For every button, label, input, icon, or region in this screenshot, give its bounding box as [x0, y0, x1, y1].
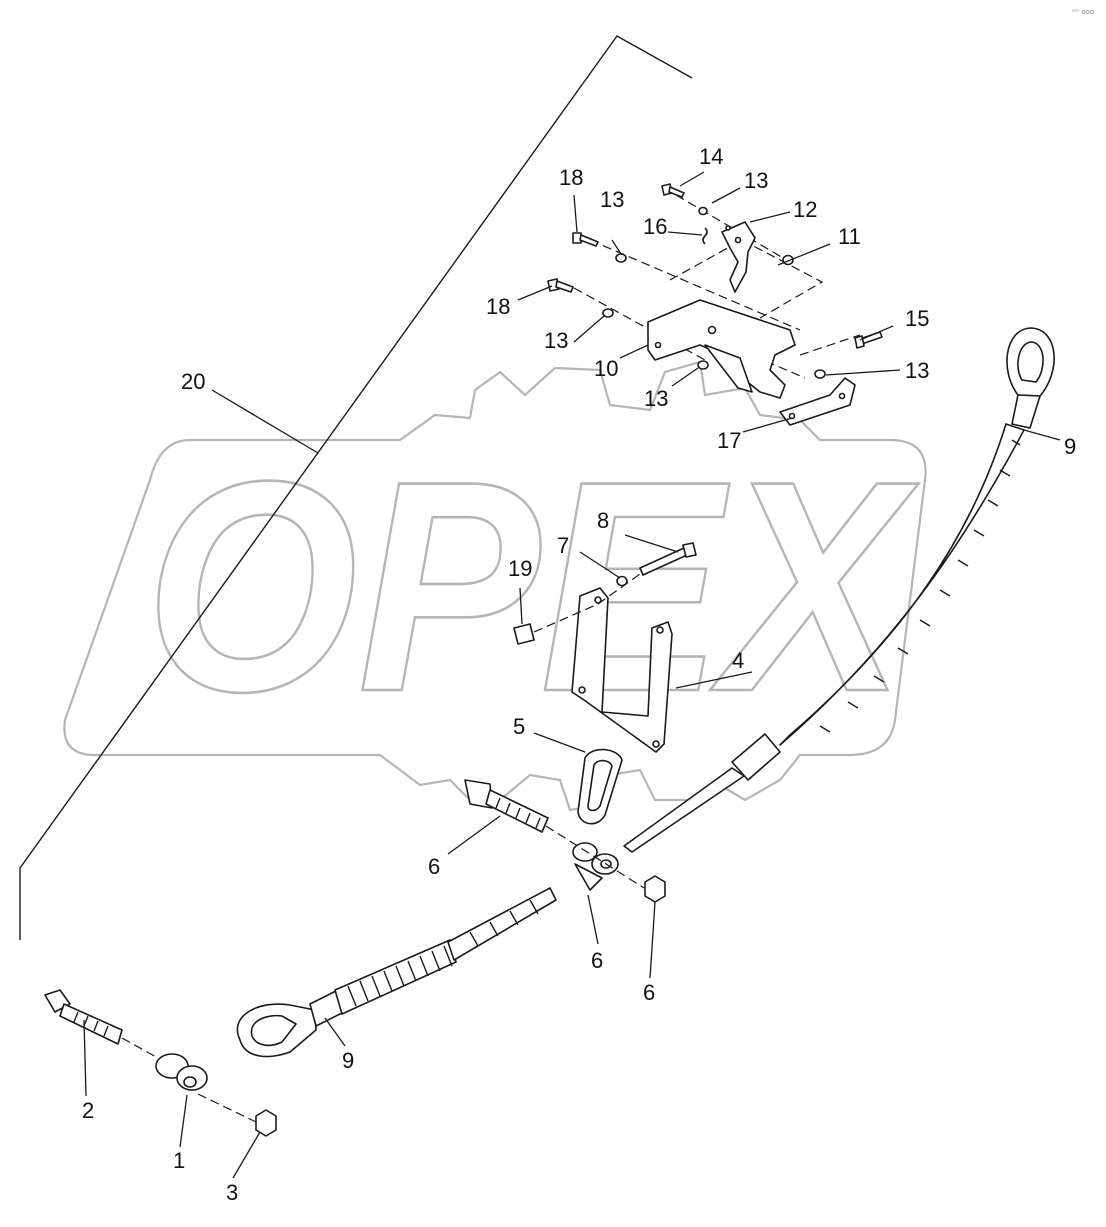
callout-11: 11	[838, 224, 861, 249]
callout-7: 7	[557, 533, 569, 558]
washer-13-e	[814, 369, 826, 379]
callout-10: 10	[594, 356, 618, 381]
callout-14: 14	[699, 144, 723, 169]
callout-12: 12	[793, 197, 817, 222]
callout-labels: 1 2 3 4 5 6 6 6 7 8 9 9 10 11 12 13 13 1…	[82, 144, 1076, 1205]
callout-19: 19	[508, 556, 532, 581]
bolt-8	[639, 542, 697, 576]
bracket-10	[647, 299, 796, 399]
nut-13-d	[697, 360, 709, 370]
pin-16	[702, 227, 708, 245]
callout-13-c: 13	[544, 328, 568, 353]
cable-9-upper	[623, 327, 1055, 853]
bolt-14	[661, 183, 685, 198]
clevis-6	[572, 842, 619, 891]
callout-6-nut: 6	[643, 980, 655, 1005]
watermark-gear-outline	[63, 360, 927, 812]
callout-2: 2	[82, 1098, 94, 1123]
callout-3: 3	[226, 1180, 238, 1205]
bolt-18-upper	[572, 232, 599, 247]
nut-6	[644, 875, 666, 903]
spacer-19	[513, 623, 535, 645]
washer-13-a	[615, 253, 627, 263]
plate-17	[779, 377, 856, 426]
cable-9-lower	[236, 887, 557, 1058]
callout-15: 15	[905, 306, 929, 331]
cable-sleeve	[731, 733, 781, 781]
callout-8: 8	[597, 508, 609, 533]
callout-9-upper: 9	[1064, 434, 1076, 459]
callout-6-clevis: 6	[591, 948, 603, 973]
frame-member-20	[19, 35, 693, 940]
callout-1: 1	[173, 1148, 185, 1173]
bracket-12	[721, 221, 756, 293]
callout-17: 17	[717, 428, 741, 453]
callout-18-lower: 18	[486, 294, 510, 319]
u-bracket-4	[571, 587, 673, 753]
callout-18-upper: 18	[559, 165, 583, 190]
callout-13-a: 13	[600, 187, 624, 212]
bolt-15	[854, 331, 883, 349]
leader-lines	[83, 171, 1061, 1179]
washer-13-b	[602, 308, 614, 318]
callout-6-bolt: 6	[428, 854, 440, 879]
nut-3	[255, 1109, 277, 1137]
clevis-1	[155, 1053, 208, 1091]
callout-13-d: 13	[644, 386, 668, 411]
washer-13-c	[698, 206, 708, 216]
callout-16: 16	[643, 214, 667, 239]
watermark-text: OPEX	[145, 418, 919, 754]
bolt-6	[464, 779, 549, 833]
callout-9-lower: 9	[342, 1048, 354, 1073]
corner-mark: ᵃᵐ ooo	[1072, 8, 1094, 16]
callout-20: 20	[181, 369, 205, 394]
cable-ferrule	[1011, 394, 1041, 429]
washer-7	[616, 575, 628, 587]
bolt-2	[44, 989, 123, 1045]
callout-5: 5	[513, 714, 525, 739]
callout-13-b: 13	[744, 168, 768, 193]
watermark: OPEX	[63, 360, 927, 812]
bracket-assembly	[547, 183, 883, 426]
callout-13-e: 13	[905, 358, 929, 383]
callout-4: 4	[732, 648, 744, 673]
